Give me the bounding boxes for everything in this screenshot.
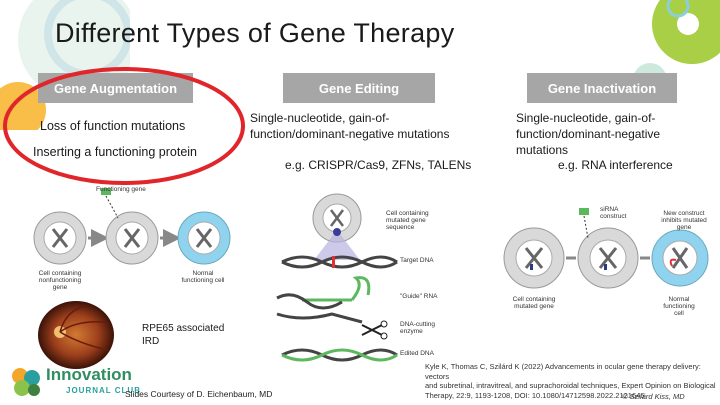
inactivation-diagram: [503, 208, 709, 289]
edited-dna: [281, 348, 398, 362]
fundus-image: [38, 301, 114, 369]
inact-label-normal: Normal functioning cell: [663, 296, 695, 317]
editing-diagram: [276, 193, 398, 362]
slide-title: Different Types of Gene Therapy: [55, 18, 455, 48]
aug-label-functioning-gene: Functioning gene: [96, 186, 146, 193]
logo-name: Innovation: [46, 365, 132, 384]
edit-cell: [312, 193, 362, 260]
inact-example: e.g. RNA interference: [558, 158, 673, 172]
inact-label-new: New construct inhibits mutated gene: [661, 210, 707, 231]
inact-cell-sirna: [577, 208, 639, 289]
scissors-icon: [361, 320, 388, 340]
cell-normal: [177, 211, 231, 265]
aug-line-1: Loss of function mutations: [40, 119, 186, 133]
edit-label-target: Target DNA: [400, 257, 434, 264]
fundus-caption-line-1: RPE65 associated: [142, 323, 225, 334]
inact-line-1: Single-nucleotide, gain-of-: [516, 111, 656, 125]
innovation-logo-icon: [12, 368, 40, 396]
edit-example: e.g. CRISPR/Cas9, ZFNs, TALENs: [285, 158, 472, 172]
inact-line-2: function/dominant-negative: [516, 127, 661, 141]
cell-nonfunctioning: [33, 211, 87, 265]
inact-cell-normal: [651, 229, 709, 287]
citation-line-2: and subretinal, intravitreal, and suprac…: [425, 381, 716, 390]
citation-line-1: Kyle K, Thomas C, Szilárd K (2022) Advan…: [425, 362, 701, 381]
highlight-ellipse: [3, 67, 245, 185]
fundus-caption-line-2: IRD: [142, 336, 160, 347]
aug-label-cell: Cell containing nonfunctioning gene: [38, 270, 82, 291]
edit-line-1: Single-nucleotide, gain-of-: [250, 111, 390, 125]
edit-label-enzyme: DNA-cutting enzyme: [400, 321, 436, 335]
edit-line-2: function/dominant-negative mutations: [250, 127, 450, 141]
citation-line-3: Therapy, 22:9, 1193-1208, DOI: 10.1080/1…: [425, 390, 645, 400]
inact-line-3: mutations: [516, 143, 569, 157]
edit-label-edited: Edited DNA: [400, 350, 434, 357]
edit-label-guide: "Guide" RNA: [400, 293, 438, 300]
target-dna: [281, 255, 398, 269]
courtesy-note: Slides Courtesy of D. Eichenbaum, MD: [125, 389, 273, 399]
guide-rna: [276, 276, 371, 324]
sirna-construct-icon: [579, 208, 589, 215]
fundus-caption: RPE65 associated IRD: [142, 322, 224, 348]
header-gene-inactivation: Gene Inactivation: [527, 73, 677, 103]
logo-sub: JOURNAL CLUB: [66, 386, 141, 395]
edit-label-cell: Cell containing mutated gene sequence: [386, 210, 429, 231]
inact-label-cell: Cell containing mutated gene: [512, 296, 556, 310]
aug-label-normal: Normal functioning cell: [181, 270, 225, 284]
functioning-gene-icon: [101, 188, 111, 195]
copyright: © Szilárd Kiss, MD: [622, 392, 685, 401]
augmentation-diagram: [33, 188, 231, 265]
header-gene-augmentation: Gene Augmentation: [38, 73, 193, 103]
header-gene-editing: Gene Editing: [283, 73, 435, 103]
aug-line-2: Inserting a functioning protein: [33, 145, 197, 159]
inact-cell-mutated: [503, 227, 565, 289]
cell-receiving-gene: [101, 188, 159, 265]
inact-label-sirna: siRNA construct: [600, 206, 627, 220]
citation: Kyle K, Thomas C, Szilárd K (2022) Advan…: [425, 362, 717, 400]
